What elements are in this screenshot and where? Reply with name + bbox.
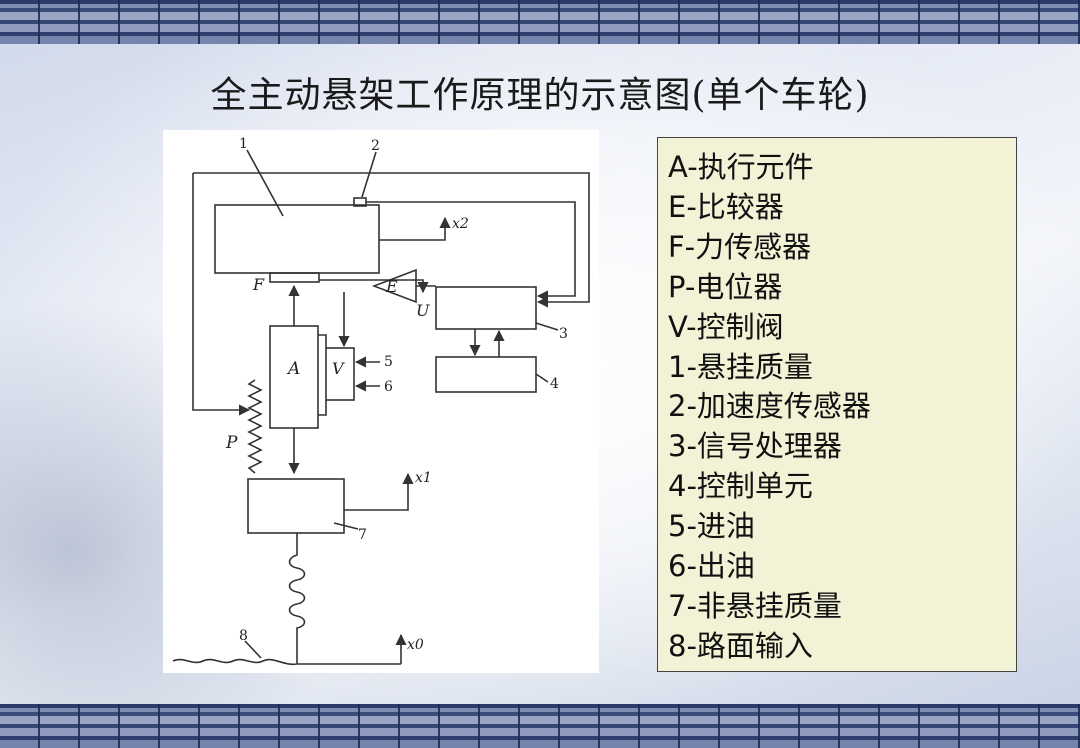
legend-item-3: 3-信号处理器 [668, 429, 842, 464]
leader-line-8 [244, 640, 262, 659]
part-number-8: 8 [239, 628, 248, 644]
unsprung-mass-box [247, 478, 345, 534]
part-number-4: 4 [550, 376, 559, 392]
part-number-2: 2 [371, 138, 380, 154]
legend-item-A: A-执行元件 [668, 150, 814, 184]
part-number-5: 5 [384, 354, 393, 370]
label-x2: x2 [452, 216, 469, 232]
valve-link-bottom [318, 400, 327, 416]
control-unit-box [435, 356, 537, 393]
leader-line-7 [333, 522, 359, 530]
part-number-1: 1 [239, 136, 248, 152]
label-P: P [225, 433, 238, 453]
suspension-diagram: 1 2 3 4 5 6 7 8 A E U V F P x2 x1 x0 [163, 130, 599, 673]
part-number-6: 6 [384, 379, 393, 395]
signal-processor-box [435, 286, 537, 330]
x1-arrow [344, 472, 414, 511]
potentiometer-zigzag [247, 379, 263, 474]
tire-spring-coil [288, 533, 306, 664]
legend-item-V: V-控制阀 [668, 309, 784, 344]
legend-item-6: 6-出油 [668, 549, 755, 584]
legend-item-2: 2-加速度传感器 [668, 389, 871, 424]
legend-item-1: 1-悬挂质量 [668, 349, 813, 384]
legend-item-8: 8-路面输入 [668, 628, 813, 663]
force-feedback-line [319, 279, 429, 294]
valve-link-top [318, 334, 327, 348]
legend-panel: A-执行元件 E-比较器 F-力传感器 P-电位器 V-控制阀 1-悬挂质量 2… [657, 137, 1017, 672]
label-F: F [252, 275, 265, 294]
legend-item-5: 5-进油 [668, 509, 755, 544]
accelerometer-signal-line [366, 201, 576, 302]
legend-item-7: 7-非悬挂质量 [668, 588, 842, 623]
label-E: E [385, 277, 398, 296]
slide-title: 全主动悬架工作原理的示意图(单个车轮) [210, 75, 870, 116]
legend-item-E: E-比较器 [668, 189, 784, 224]
label-U: U [416, 301, 430, 320]
label-A: A [286, 359, 300, 379]
legend-item-4: 4-控制单元 [668, 469, 813, 504]
x2-arrow [379, 216, 451, 241]
leader-line-4 [535, 373, 549, 383]
legend-item-F: F-力传感器 [668, 229, 812, 264]
leader-line-1 [246, 149, 284, 217]
leader-line-3 [535, 322, 559, 331]
label-x0: x0 [407, 637, 424, 653]
outer-feedback-line [193, 172, 590, 308]
legend-item-P: P-电位器 [668, 269, 783, 304]
control-valve-box [325, 347, 355, 401]
diagram-svg: 1 2 3 4 5 6 7 8 A E U V F P x2 x1 x0 [172, 136, 590, 666]
road-surface [172, 658, 401, 666]
force-sensor-plate [269, 272, 320, 283]
sprung-mass-box [214, 204, 380, 274]
label-V: V [332, 359, 345, 378]
label-x1: x1 [415, 470, 432, 486]
part-number-3: 3 [559, 326, 568, 342]
top-decorative-border [0, 0, 1080, 44]
bottom-decorative-border [0, 704, 1080, 748]
leader-line-2 [361, 151, 377, 198]
potentiometer-feedback-line [192, 318, 251, 416]
part-number-7: 7 [358, 527, 367, 543]
